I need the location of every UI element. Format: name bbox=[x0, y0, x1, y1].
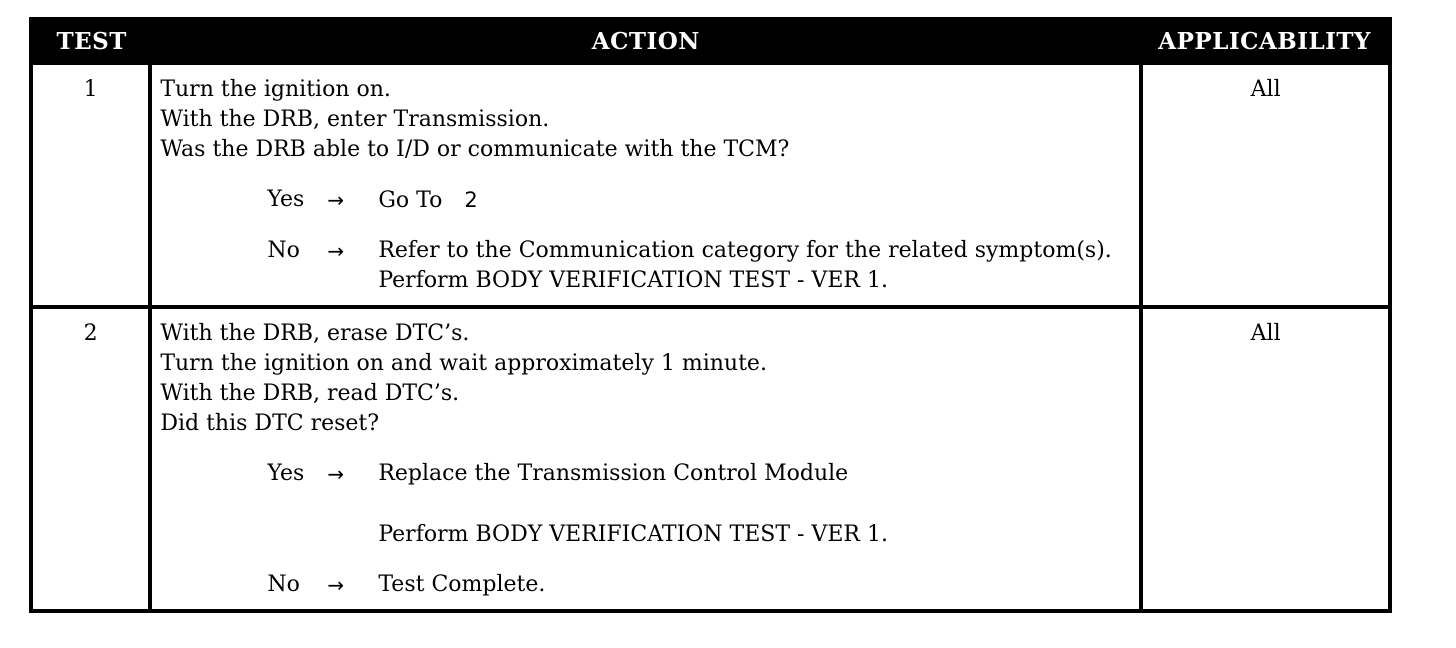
no-result: Test Complete. bbox=[378, 570, 1133, 600]
step-text: With the DRB, erase DTC’s. bbox=[160, 321, 470, 346]
yes-answer: Yes → Go To 2 bbox=[160, 185, 1133, 216]
table-row: 2 With the DRB, erase DTC’s. Turn the ig… bbox=[28, 305, 1392, 613]
right-arrow-icon: → bbox=[327, 462, 345, 486]
result-line: Test Complete. bbox=[378, 572, 546, 597]
step-text: With the DRB, read DTC’s. bbox=[160, 381, 460, 406]
answer-options: Yes → Replace the Transmission Control M… bbox=[160, 459, 1133, 600]
header-applicability: APPLICABILITY bbox=[1141, 19, 1390, 63]
step-text: Turn the ignition on and wait approximat… bbox=[160, 351, 767, 376]
step-text: Turn the ignition on. bbox=[160, 77, 391, 102]
no-label: No bbox=[267, 238, 300, 263]
applicability-value: All bbox=[1139, 305, 1392, 613]
yes-result: Replace the Transmission Control Module … bbox=[378, 459, 1133, 550]
test-number: 1 bbox=[28, 61, 153, 309]
header-action: ACTION bbox=[150, 19, 1142, 63]
result-line: Replace the Transmission Control Module bbox=[378, 461, 849, 486]
result-line: Perform BODY VERIFICATION TEST - VER 1. bbox=[378, 522, 888, 547]
right-arrow-icon: → bbox=[327, 239, 345, 263]
yes-label: Yes bbox=[267, 187, 305, 212]
test-number: 2 bbox=[28, 305, 153, 613]
result-line: Perform BODY VERIFICATION TEST - VER 1. bbox=[378, 268, 888, 293]
goto-test-number: 2 bbox=[464, 188, 478, 212]
table-row: 1 Turn the ignition on. With the DRB, en… bbox=[28, 61, 1392, 309]
no-answer: No → Test Complete. bbox=[160, 570, 1133, 600]
step-text: Was the DRB able to I/D or communicate w… bbox=[160, 137, 790, 162]
yes-label: Yes bbox=[267, 461, 305, 486]
step-text: Did this DTC reset? bbox=[160, 411, 380, 436]
answer-options: Yes → Go To 2 No → Refer to the Communica… bbox=[160, 185, 1133, 296]
action-cell: Turn the ignition on. With the DRB, ente… bbox=[148, 61, 1144, 309]
applicability-value: All bbox=[1139, 61, 1392, 309]
no-result: Refer to the Communication category for … bbox=[378, 236, 1133, 296]
header-test: TEST bbox=[31, 19, 151, 63]
no-answer: No → Refer to the Communication category… bbox=[160, 236, 1133, 296]
right-arrow-icon: → bbox=[327, 573, 345, 597]
step-text: With the DRB, enter Transmission. bbox=[160, 107, 550, 132]
diagnostic-test-table: TEST ACTION APPLICABILITY 1 Turn the ign… bbox=[28, 17, 1392, 613]
result-line: Refer to the Communication category for … bbox=[378, 238, 1112, 263]
yes-result: Go To 2 bbox=[378, 185, 1133, 216]
goto-text: Go To bbox=[378, 188, 443, 213]
table-header-row: TEST ACTION APPLICABILITY bbox=[31, 19, 1390, 63]
yes-answer: Yes → Replace the Transmission Control M… bbox=[160, 459, 1133, 550]
right-arrow-icon: → bbox=[327, 188, 345, 212]
action-cell: With the DRB, erase DTC’s. Turn the igni… bbox=[148, 305, 1144, 613]
no-label: No bbox=[267, 572, 300, 597]
